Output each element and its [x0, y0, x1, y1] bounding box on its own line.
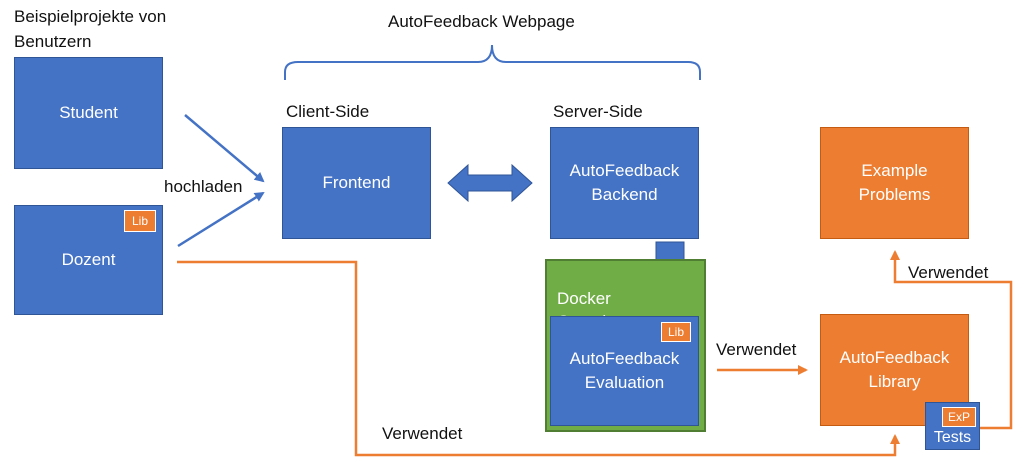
dozent-tests-arrow: [177, 260, 900, 457]
tests-node: ExP Tests: [925, 402, 980, 450]
upload-label: hochladen: [164, 177, 243, 196]
tests-exp-badge: ExP: [942, 407, 976, 427]
dozent-lib-badge: Lib: [124, 210, 156, 232]
student-upload-arrow: [184, 114, 265, 183]
webpage-brace: [284, 44, 701, 80]
library-examples-arrow: [890, 250, 1013, 430]
server-side-label: Server-Side: [553, 102, 643, 121]
examples-heading-line2: Benutzern: [14, 32, 92, 51]
dozent-upload-arrow: [177, 191, 265, 248]
examples-heading: Beispielprojekte von Benutzern: [14, 4, 166, 54]
examples-heading-line1: Beispielprojekte von: [14, 7, 167, 26]
frontend-backend-double-arrow: [447, 163, 533, 203]
client-side-label: Client-Side: [286, 102, 370, 121]
uses-dozent-tests-label: Verwendet: [382, 424, 463, 443]
evaluation-node: AutoFeedback Evaluation: [550, 316, 699, 426]
frontend-node: Frontend: [282, 127, 431, 239]
tests-label: Tests: [933, 429, 972, 446]
evaluation-lib-badge: Lib: [661, 322, 691, 342]
webpage-title: AutoFeedback Webpage: [388, 12, 575, 31]
uses-eval-library-label: Verwendet: [716, 340, 797, 359]
backend-node: AutoFeedback Backend: [550, 127, 699, 239]
library-node: AutoFeedback Library: [820, 314, 969, 426]
example-problems-node: Example Problems: [820, 127, 969, 239]
student-node: Student: [14, 57, 163, 169]
uses-library-examples-label: Verwendet: [908, 263, 989, 282]
dozent-label: Dozent: [61, 250, 116, 269]
